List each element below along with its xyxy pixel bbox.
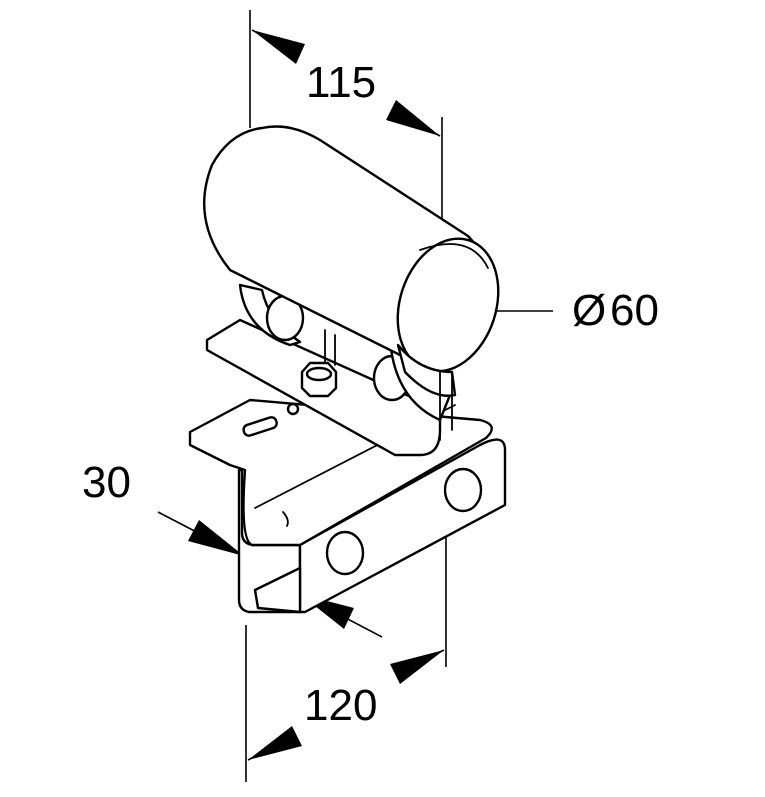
- arrow-120-right: [390, 650, 444, 684]
- bracket-hole-front: [325, 530, 365, 576]
- bracket-hole-back: [443, 467, 483, 513]
- diameter-symbol: Ø: [572, 286, 606, 335]
- flange-small-hole: [286, 402, 300, 416]
- flange-slot: [242, 416, 278, 437]
- dimension-120: 120: [245, 537, 447, 782]
- dimension-115: 115: [249, 10, 443, 240]
- arrow-115-right: [386, 100, 440, 136]
- dimension-label-60: 60: [610, 286, 659, 335]
- clamp-plate-edge: [206, 349, 396, 456]
- dimension-label-115: 115: [306, 58, 376, 107]
- arrow-30-upper: [188, 520, 244, 556]
- dimension-label-120: 120: [304, 681, 377, 730]
- dimension-label-30: 30: [82, 458, 131, 507]
- arrow-115-left: [252, 30, 305, 64]
- channel-notch: [282, 511, 289, 527]
- hex-nut: [300, 329, 338, 398]
- hex-nut-top: [305, 366, 333, 382]
- u-bracket: [188, 398, 507, 614]
- dimension-diameter-60: Ø 60: [440, 286, 659, 335]
- pipe-clamp: [202, 125, 500, 441]
- arrow-120-left: [248, 726, 302, 760]
- pipe-inner-edge: [419, 243, 489, 269]
- bracket-bottom-lip: [253, 566, 302, 614]
